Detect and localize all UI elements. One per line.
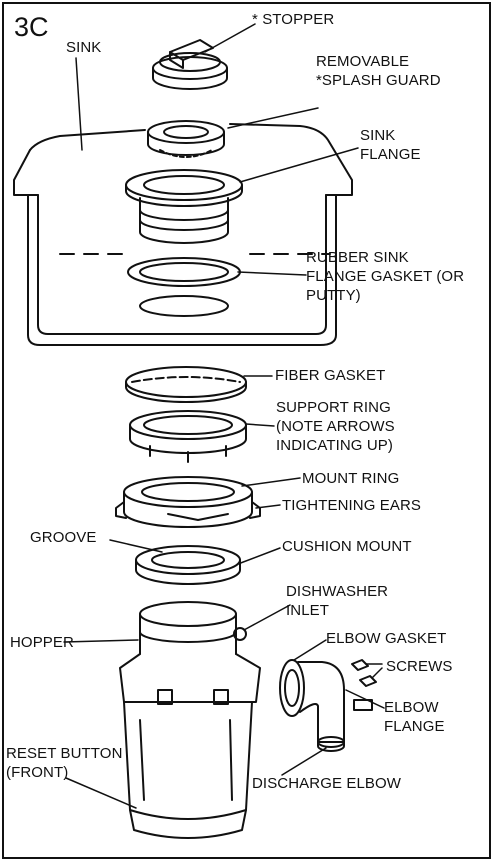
- label-dishwasher-inlet: DISHWASHER INLET: [286, 583, 389, 619]
- label-tightening-ears: TIGHTENING EARS: [282, 497, 422, 514]
- elbow-assembly: [279, 659, 377, 752]
- label-elbow-gasket: ELBOW GASKET: [326, 630, 447, 647]
- label-cushion-mount: CUSHION MOUNT: [282, 538, 412, 555]
- stopper-part: [152, 39, 228, 90]
- label-support-ring: SUPPORT RING (NOTE ARROWS INDICATING UP): [276, 399, 395, 454]
- label-sink-flange: SINK FLANGE: [360, 127, 421, 163]
- label-splash-guard: REMOVABLE *SPLASH GUARD: [316, 53, 441, 89]
- label-stopper: * STOPPER: [252, 11, 335, 28]
- label-screws: SCREWS: [386, 658, 453, 675]
- sink-flange-part: [125, 169, 243, 244]
- label-groove: GROOVE: [30, 529, 97, 546]
- sink-basin: [13, 123, 353, 346]
- splash-guard-part: [147, 120, 225, 158]
- mount-ring-part: [115, 476, 261, 528]
- rubber-gasket-part: [127, 257, 241, 317]
- disposer-body: [119, 601, 261, 839]
- label-sink: SINK: [66, 39, 102, 56]
- support-ring-part: [129, 410, 247, 463]
- label-fiber-gasket: FIBER GASKET: [275, 367, 386, 384]
- label-discharge-elbow: DISCHARGE ELBOW: [252, 775, 402, 792]
- label-mount-ring: MOUNT RING: [302, 470, 400, 487]
- label-reset-button: RESET BUTTON (FRONT): [6, 745, 123, 781]
- leader-lines: [63, 23, 385, 809]
- cushion-mount-part: [135, 545, 241, 585]
- label-elbow-flange: ELBOW FLANGE: [384, 699, 445, 735]
- label-hopper: HOPPER: [10, 634, 74, 651]
- figure-number: 3C: [14, 12, 49, 42]
- label-rubber-gasket: RUBBER SINK FLANGE GASKET (OR PUTTY): [306, 249, 465, 304]
- fiber-gasket-part: [125, 366, 247, 403]
